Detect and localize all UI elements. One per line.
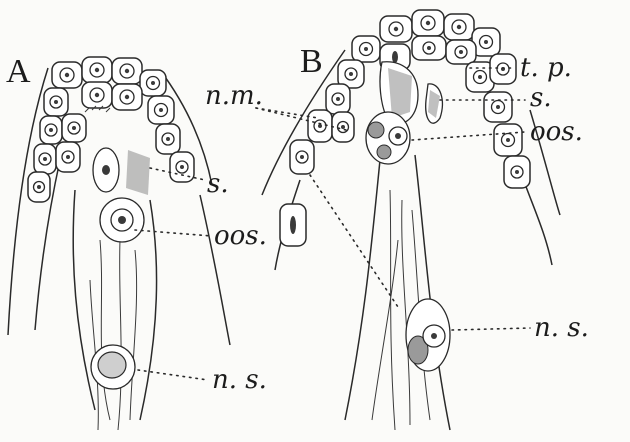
figure-b-nerve-cell xyxy=(406,299,450,371)
figure-b-label-ns: n. s. xyxy=(534,313,589,343)
figure-a-sensory-cell xyxy=(85,106,150,195)
figure-b-stalk-left xyxy=(345,160,380,420)
figure-a-fibres xyxy=(90,240,137,430)
figure-b-stalk-right xyxy=(415,155,450,430)
figure-b-leader-ns xyxy=(452,328,530,330)
figure-a-outline-right-inner xyxy=(200,195,230,345)
figure-b-leader-nm-3 xyxy=(310,175,400,310)
figure-b-oocyte xyxy=(366,112,410,164)
figure-a-letter: A xyxy=(6,53,31,90)
figure-a-label-ns: n. s. xyxy=(212,365,267,395)
figure-b-label-nm: n.m. xyxy=(205,81,263,111)
figure-a-label-s: s. xyxy=(207,169,229,199)
figure-a-stalk-right xyxy=(140,200,157,420)
figure-b-label-oos: oos. xyxy=(530,117,583,147)
figure-a-oocyte xyxy=(100,198,144,242)
figure-b-leader-nm-1 xyxy=(256,108,318,118)
figure-b-label-s: s. xyxy=(530,83,552,113)
figure-b-letter: B xyxy=(300,43,323,80)
figure-b-label-tp: t. p. xyxy=(520,53,572,83)
figure-a-nerve-cell xyxy=(91,345,135,389)
figure-a-stalk-left xyxy=(73,190,95,410)
figure-a-leader-oos xyxy=(135,230,212,236)
figure-a-label-oos: oos. xyxy=(214,221,267,251)
